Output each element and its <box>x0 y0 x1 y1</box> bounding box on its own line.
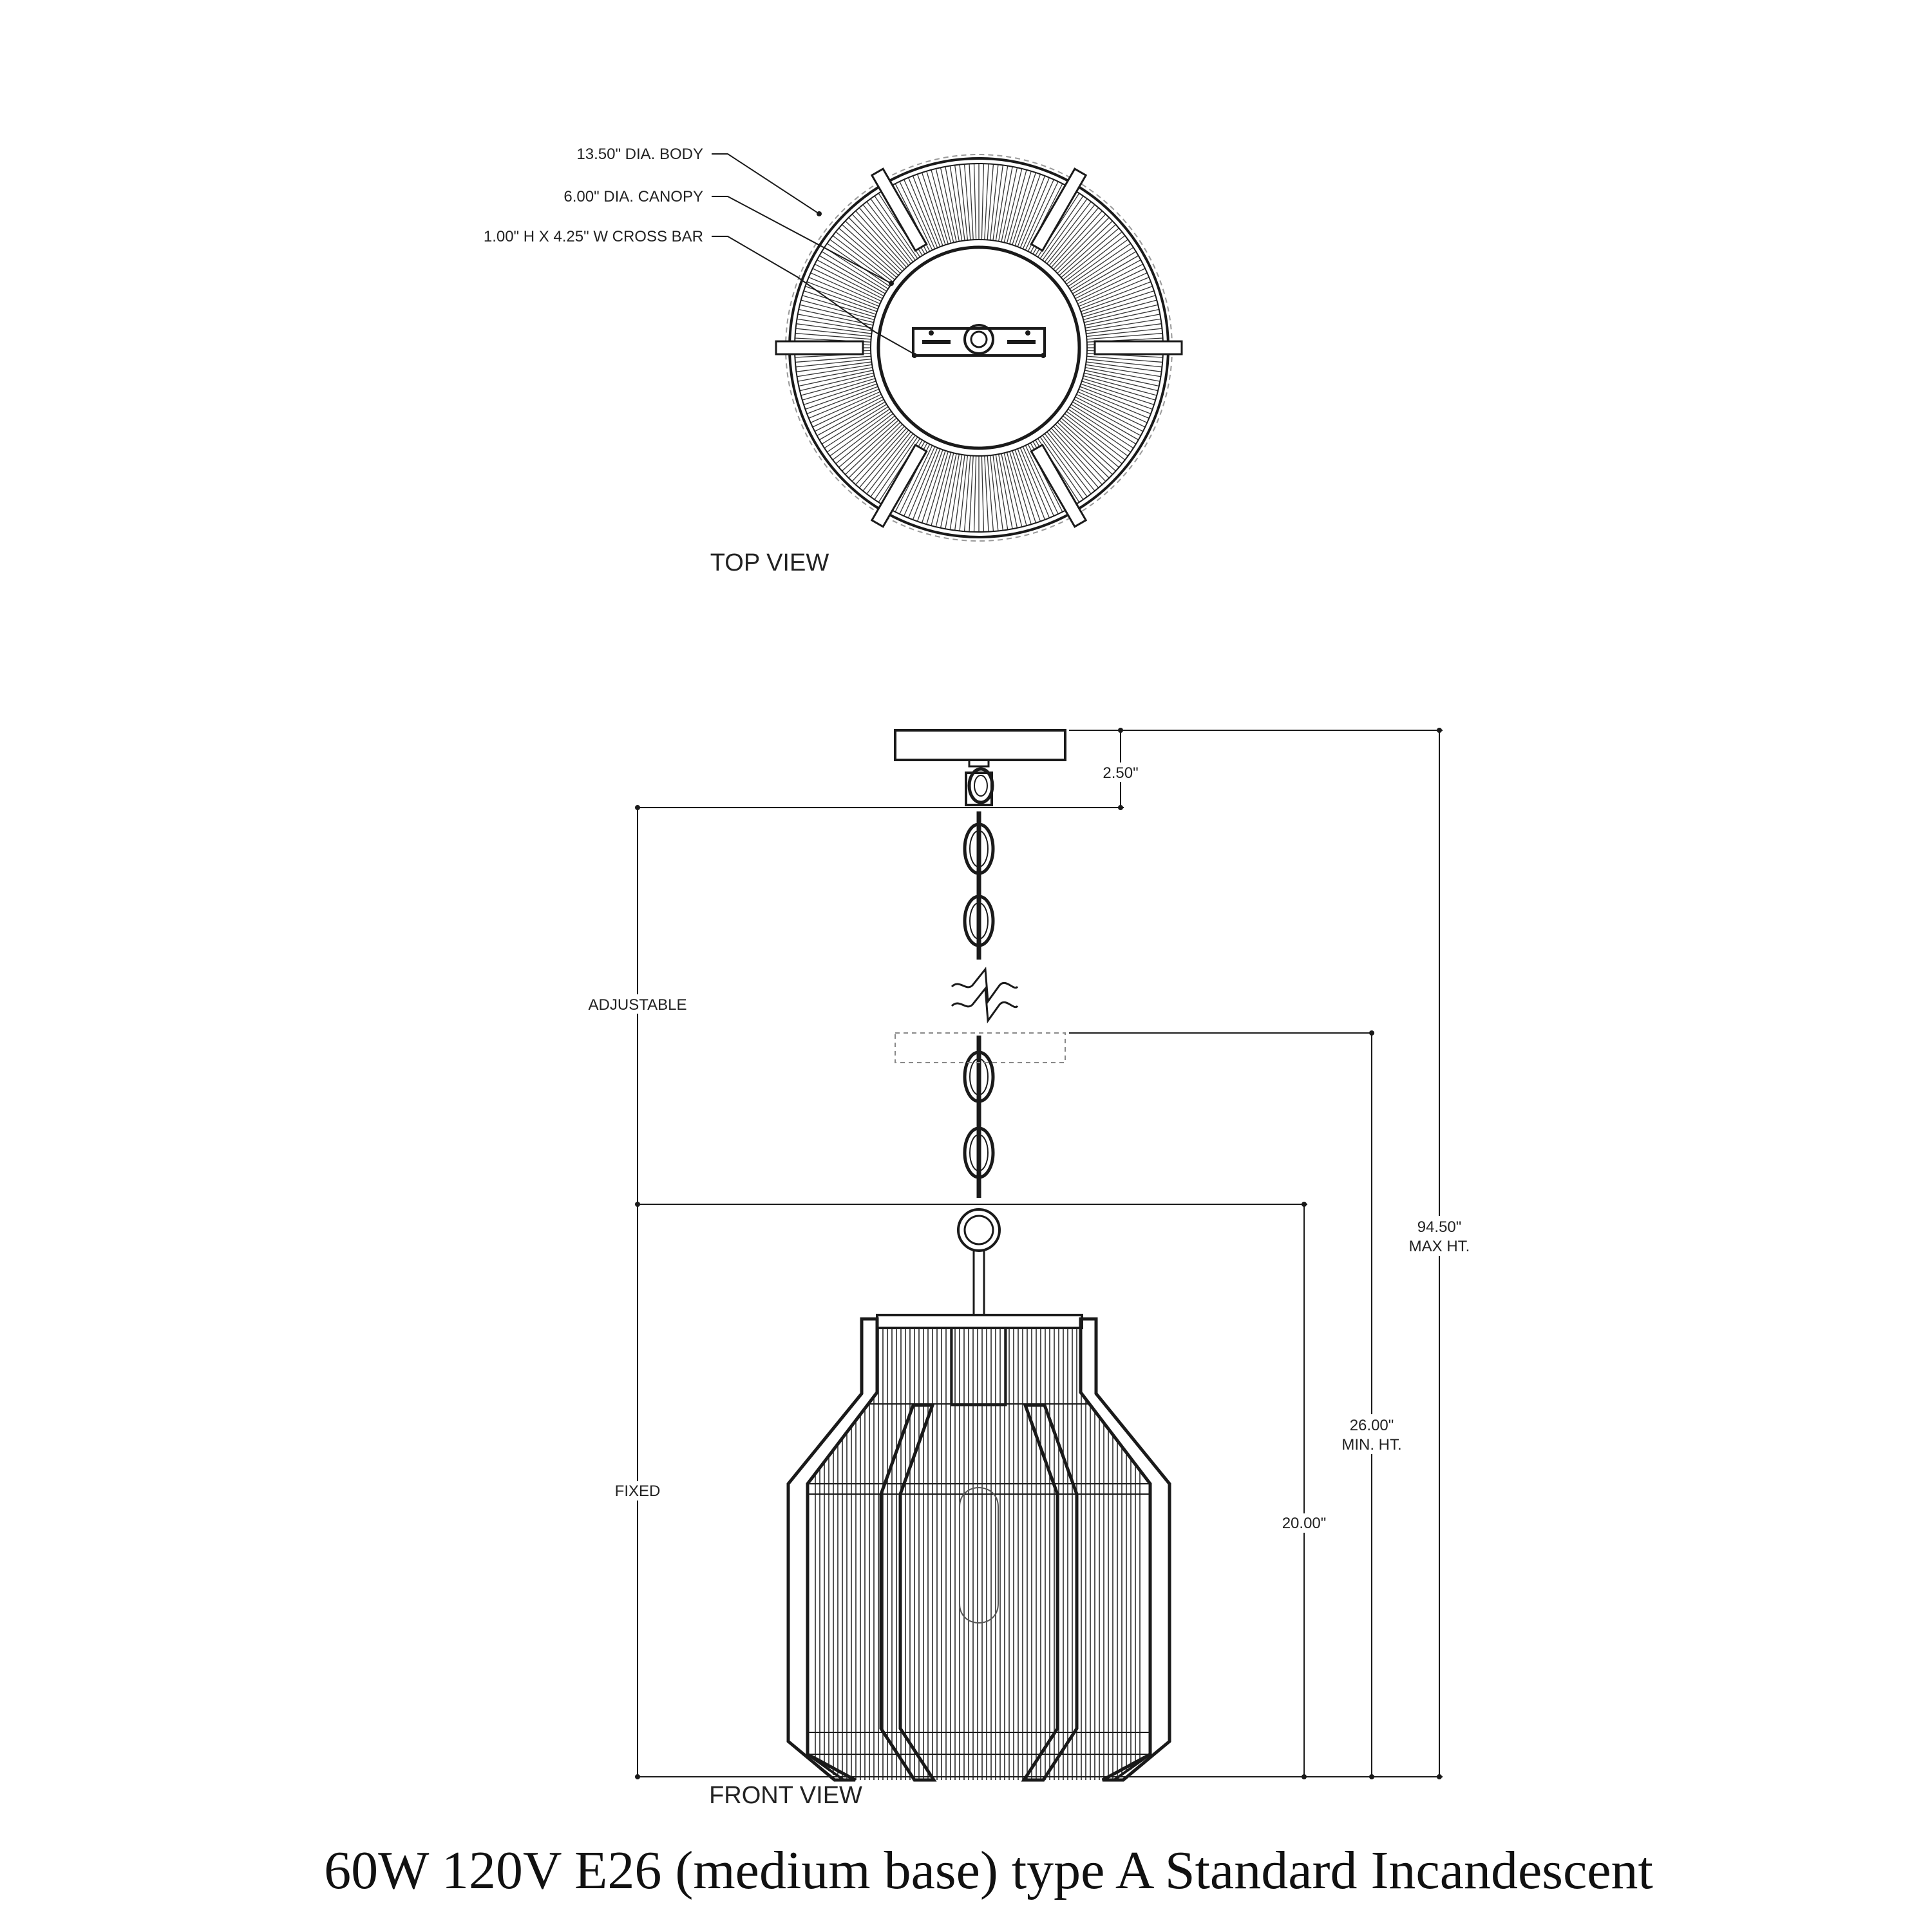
leader-line-canopy <box>712 196 892 284</box>
canopy <box>894 729 1066 761</box>
frame-bars <box>775 167 1183 528</box>
dim-fixed: FIXED <box>615 1482 661 1500</box>
callout-body-dia: 13.50" DIA. BODY <box>576 146 703 163</box>
leader-line-body <box>712 153 820 214</box>
callout-canopy-dia: 6.00" DIA. CANOPY <box>564 188 703 205</box>
front-view-title: FRONT VIEW <box>709 1782 862 1809</box>
bulb-spec: 60W 120V E26 (medium base) type A Standa… <box>324 1841 1653 1900</box>
cross-bar <box>912 324 1046 358</box>
dim-max-height-value: 94.50" <box>1417 1218 1462 1236</box>
top-view-title: TOP VIEW <box>710 549 829 576</box>
top-view: 13.50" DIA. BODY 6.00" DIA. CANOPY 1.00"… <box>484 146 1183 576</box>
dim-adjustable: ADJUSTABLE <box>589 996 687 1014</box>
chain <box>963 767 995 1198</box>
dim-canopy-height: 2.50" <box>1103 764 1138 782</box>
dim-min-height-value: 26.00" <box>1350 1417 1394 1434</box>
chain-break-symbol <box>951 967 1019 1024</box>
canopy-circle <box>876 245 1081 450</box>
callout-cross-bar: 1.00" H X 4.25" W CROSS BAR <box>484 228 703 245</box>
canopy-min-position <box>895 1032 1066 1063</box>
front-view: 2.50" ADJUSTABLE FIXED 20.00" 26.00" MIN… <box>583 728 1481 1809</box>
pendant-body <box>786 1314 1171 1782</box>
dim-min-height-label: MIN. HT. <box>1341 1436 1401 1454</box>
dim-body-height: 20.00" <box>1282 1515 1327 1532</box>
dimension-ticks <box>635 728 1442 1779</box>
down-rod <box>972 1249 985 1316</box>
dim-max-height-label: MAX HT. <box>1409 1238 1470 1255</box>
dimension-lines <box>637 730 1443 1777</box>
leader-line-crossbar <box>712 236 915 355</box>
